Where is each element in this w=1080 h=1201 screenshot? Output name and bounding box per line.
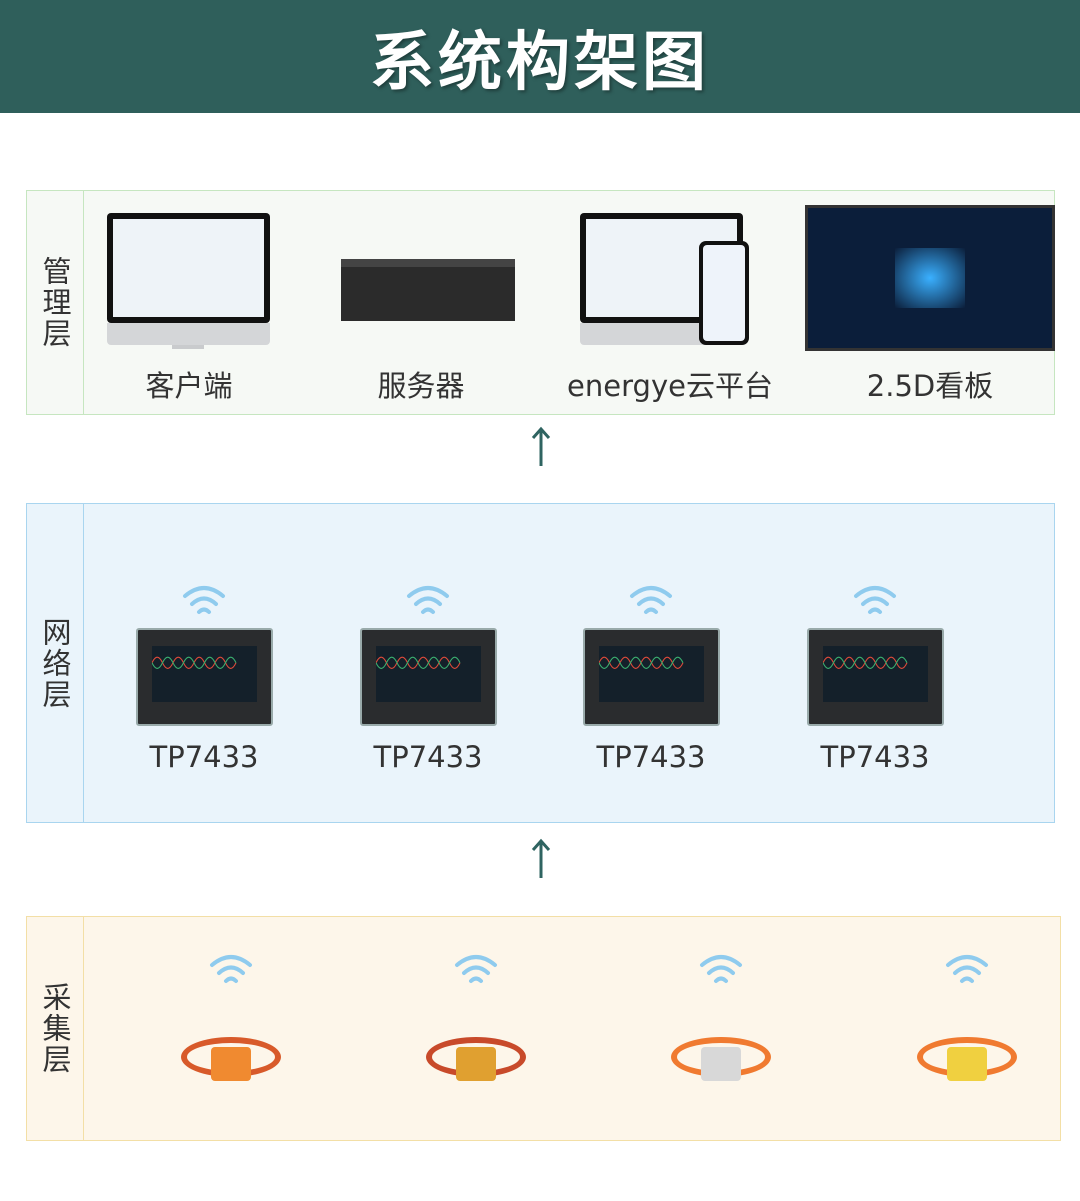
wifi-icon	[946, 955, 988, 983]
client-monitor-image	[107, 213, 270, 345]
network-layer: 网络层 TP7433 TP7433 TP7433 TP7433	[26, 503, 1055, 823]
phone-image	[699, 241, 749, 345]
layer-label: 网络层	[27, 504, 84, 822]
tp7433-device-image	[136, 628, 273, 726]
caption-device: TP7433	[820, 740, 930, 774]
wifi-icon	[455, 955, 497, 983]
collection-layer: 采集层	[26, 916, 1061, 1141]
tp7433-device-image	[360, 628, 497, 726]
caption-client: 客户端	[145, 369, 233, 403]
sensor-image	[907, 1017, 1027, 1097]
arrow-up-icon	[531, 426, 551, 466]
sensor-image	[416, 1017, 536, 1097]
wifi-icon	[210, 955, 252, 983]
tp7433-device-image	[807, 628, 944, 726]
layer-label: 采集层	[27, 917, 84, 1140]
dashboard-screen-image	[805, 205, 1055, 351]
caption-device: TP7433	[373, 740, 483, 774]
page-title: 系统构架图	[370, 25, 710, 100]
caption-device: TP7433	[596, 740, 706, 774]
server-image	[341, 259, 515, 321]
wifi-icon	[407, 586, 449, 614]
sensor-image	[171, 1017, 291, 1097]
sensor-image	[661, 1017, 781, 1097]
wifi-icon	[854, 586, 896, 614]
caption-dashboard: 2.5D看板	[866, 369, 994, 403]
wifi-icon	[630, 586, 672, 614]
arrow-up-icon	[531, 838, 551, 878]
header-banner: 系统构架图	[0, 0, 1080, 113]
management-layer: 管理层 客户端 服务器 energye云平台 2.5D看板	[26, 190, 1055, 415]
caption-cloud-platform: energye云平台	[567, 369, 773, 403]
layer-label: 管理层	[27, 191, 84, 414]
wifi-icon	[700, 955, 742, 983]
tp7433-device-image	[583, 628, 720, 726]
caption-server: 服务器	[377, 369, 465, 403]
caption-device: TP7433	[149, 740, 259, 774]
wifi-icon	[183, 586, 225, 614]
